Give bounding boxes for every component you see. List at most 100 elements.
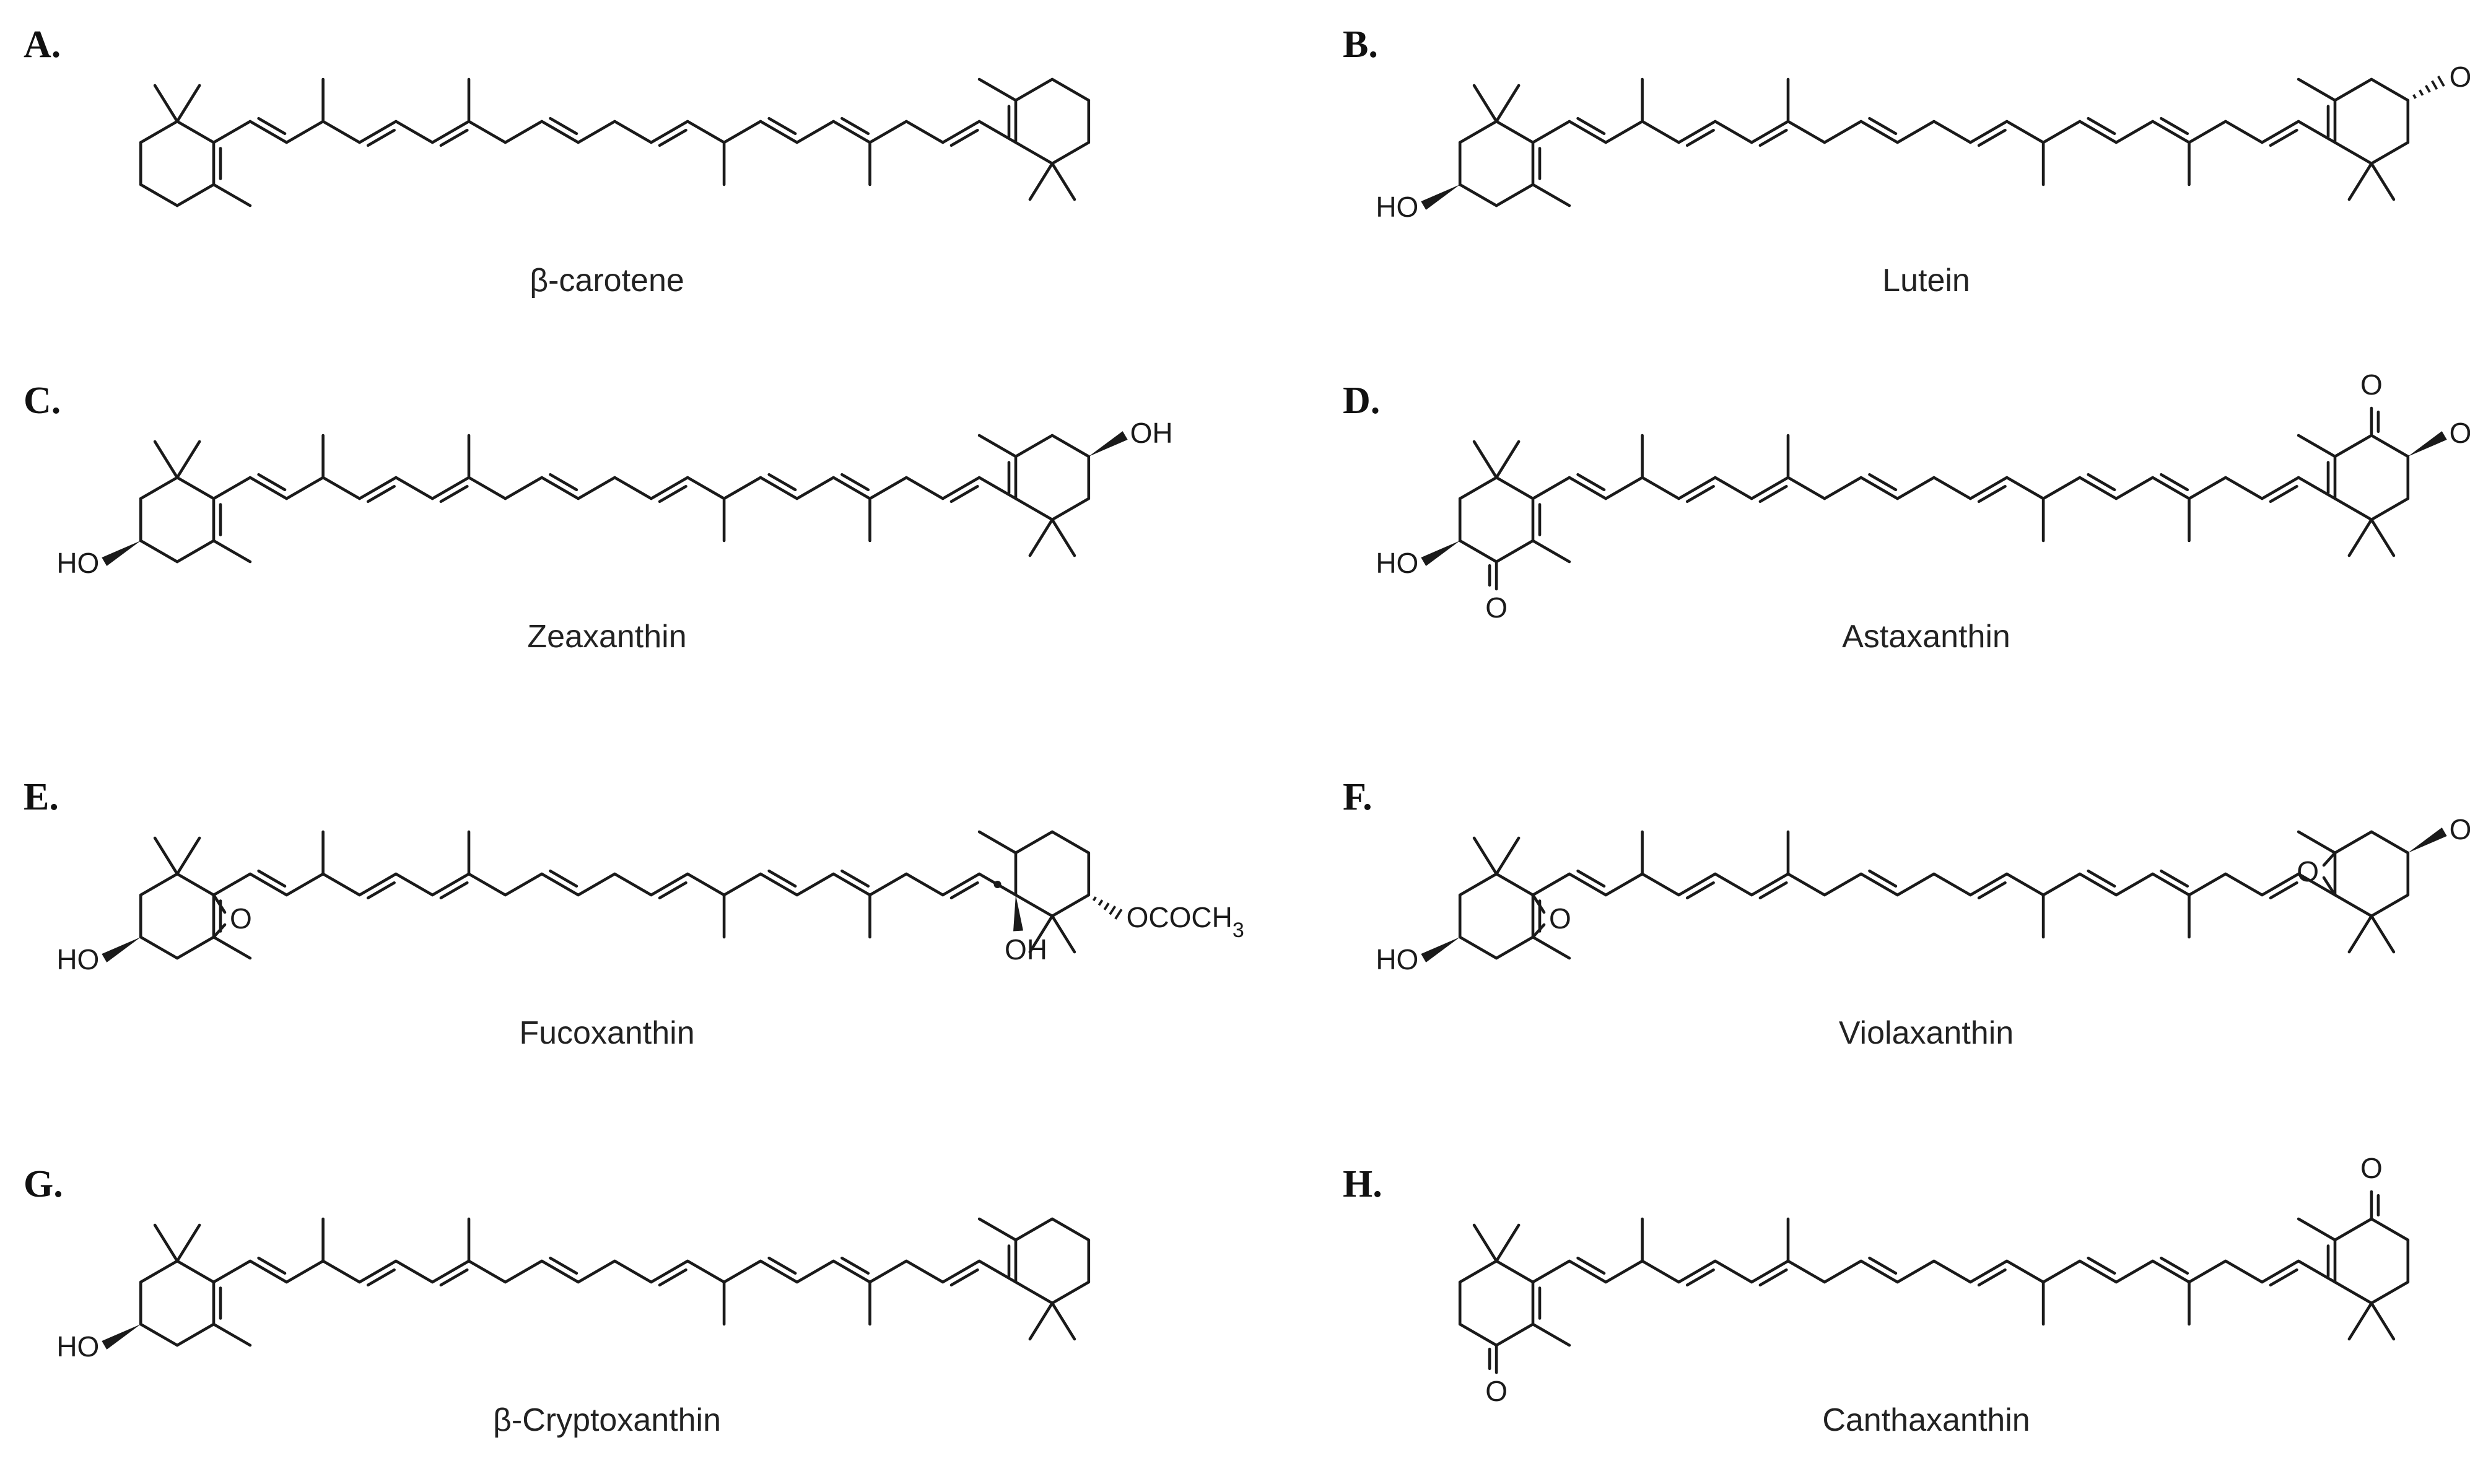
ring-bond [139, 1259, 179, 1284]
panel-f: F.HOOOHOViolaxanthin [1343, 776, 2470, 1051]
panel-d: D.HOOOHOAstaxanthin [1343, 369, 2470, 655]
gem-methyl [1050, 162, 1076, 201]
chain-single-bond [1531, 1259, 1571, 1284]
epoxide-bond [1531, 893, 1546, 914]
chain-double-bond [2151, 476, 2191, 500]
chain-single-bond [722, 1259, 762, 1284]
chain-double-bond [1750, 120, 1790, 144]
chain-double-bond [358, 476, 398, 500]
hash-stroke [1114, 909, 1123, 920]
chain-single-bond [905, 872, 945, 897]
chain-single-bond [1896, 120, 1935, 144]
compound-name: Astaxanthin [1842, 619, 2010, 655]
chain-single-bond [1714, 476, 1753, 500]
ring-bond [1458, 120, 1498, 144]
chain-double-bond [1568, 872, 1607, 897]
right-end-ring [977, 1217, 1091, 1341]
chain-single-bond [2297, 120, 2337, 144]
chain-double-bond-inner [366, 484, 396, 504]
chain-double-bond-inner [1685, 484, 1715, 504]
chain-double-bond-inner [1758, 129, 1788, 147]
chain-single-bond [977, 476, 1018, 500]
chain-double-bond [1969, 872, 2009, 897]
chain-double-bond-inner [1758, 881, 1788, 900]
chain-double-bond-inner [2160, 869, 2189, 888]
chain-double-bond [941, 476, 981, 500]
wedge-bond [102, 1324, 141, 1350]
chain-double-bond [832, 476, 871, 500]
chain-double-bond [2078, 872, 2118, 897]
chain-single-bond [1641, 476, 1680, 500]
gem-methyl [153, 440, 179, 479]
gem-methyl [1472, 84, 1498, 123]
panel-letter: D. [1343, 380, 1380, 422]
ring-bond [1050, 497, 1091, 522]
chain-single-bond [1714, 1259, 1753, 1284]
chain-single-bond [1932, 120, 1972, 144]
epoxide-bond [2322, 851, 2337, 867]
chain-double-bond [540, 476, 580, 500]
chain-double-bond-inner [1868, 869, 1898, 888]
chain-double-bond-inner [1576, 869, 1606, 888]
panel-letter: A. [24, 24, 61, 66]
chain-single-bond [868, 120, 908, 144]
chain-single-bond [977, 1259, 1018, 1284]
gem-methyl [2347, 914, 2373, 954]
chain-single-bond [1823, 120, 1863, 144]
ring-bond [139, 872, 179, 897]
ring-bond [1050, 830, 1091, 855]
ring-methyl [977, 434, 1018, 458]
chain-double-bond-inner [549, 869, 578, 888]
chain-single-bond [285, 120, 325, 144]
chain-single-bond [905, 120, 945, 144]
chain-double-bond-inner [840, 116, 870, 135]
chain-double-bond-inner [549, 116, 578, 135]
chain-single-bond [394, 476, 434, 500]
chain-single-bond [2005, 1259, 2045, 1284]
gem-methyl [2370, 914, 2396, 954]
chain-double-bond [2261, 872, 2300, 897]
chain-double-bond-inner [366, 1268, 396, 1287]
panel-a: A.β-carotene [24, 24, 1091, 299]
ring-bond [1050, 893, 1091, 918]
chain-single-bond [1786, 120, 1826, 144]
left-end-ring: HOO [1376, 836, 1571, 976]
gem-methyl [153, 84, 179, 123]
chain-double-bond-inner [767, 1256, 797, 1275]
chain-single-bond [467, 1259, 507, 1284]
gem-methyl [1028, 518, 1054, 557]
ring-bond [2333, 893, 2373, 918]
compound-name: Lutein [1882, 263, 1970, 299]
chain-double-bond [358, 1259, 398, 1284]
chain-double-bond-inner [2160, 473, 2189, 492]
ring-methyl [212, 935, 252, 960]
chain-double-bond [1568, 476, 1607, 500]
panel-letter: H. [1343, 1163, 1382, 1205]
chain-single-bond [2041, 1259, 2082, 1284]
ring-methyl [212, 1322, 252, 1347]
chain-double-bond [358, 120, 398, 144]
chain-double-bond-inner [1685, 129, 1715, 147]
chain-single-bond [504, 476, 544, 500]
chain-single-bond [868, 476, 908, 500]
ring-bond [1495, 935, 1535, 960]
chain-double-bond-inner [1758, 484, 1788, 504]
polyene-chain [212, 77, 1018, 186]
chain-single-bond [1531, 872, 1571, 897]
chain-single-bond [321, 1259, 361, 1284]
chain-single-bond [722, 476, 762, 500]
chain-single-bond [577, 1259, 616, 1284]
chain-single-bond [2224, 476, 2264, 500]
compound-name: β-Cryptoxanthin [493, 1402, 721, 1438]
chain-single-bond [686, 476, 726, 500]
hash-stroke [1092, 896, 1097, 902]
hydroxyl-label: HO [1376, 943, 1418, 976]
chain-single-bond [795, 872, 835, 897]
chain-double-bond [941, 120, 981, 144]
chain-single-bond [285, 476, 325, 500]
chain-double-bond-inner [840, 1256, 870, 1275]
ring-bond [1495, 872, 1535, 897]
polyene-chain [1531, 830, 2337, 939]
gem-methyl [1495, 836, 1521, 876]
